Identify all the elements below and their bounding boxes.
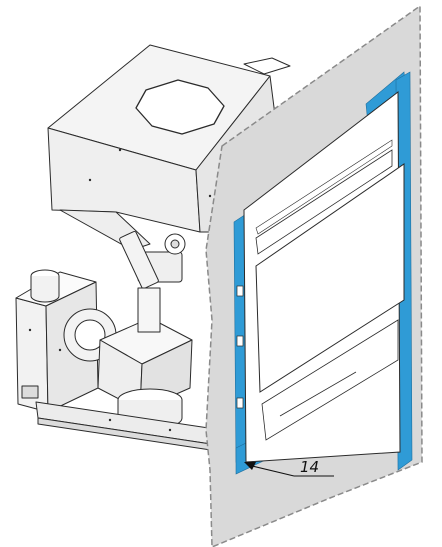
auger-tube (119, 230, 159, 290)
callout-label: 14 (300, 458, 319, 476)
door-louvre (255, 149, 393, 255)
callout-14: 14 (244, 458, 334, 477)
auger-gear-hub (170, 239, 180, 249)
callout-leader-line (251, 465, 295, 477)
ash-door (261, 319, 399, 441)
callout-arrowhead (244, 462, 256, 470)
frame-fixings (236, 285, 244, 409)
bracket-left (137, 287, 161, 333)
fan-volute-inner (74, 319, 106, 351)
door-window (255, 163, 405, 393)
fan-terminal (21, 385, 39, 399)
rear-handle (243, 57, 291, 75)
hopper-lid-octagon (135, 79, 225, 135)
stove-body (15, 44, 291, 453)
door-louvre-2 (255, 139, 393, 235)
hopper-front (47, 127, 201, 233)
fan-motor-body (30, 276, 60, 303)
ash-door-handle (279, 371, 357, 417)
